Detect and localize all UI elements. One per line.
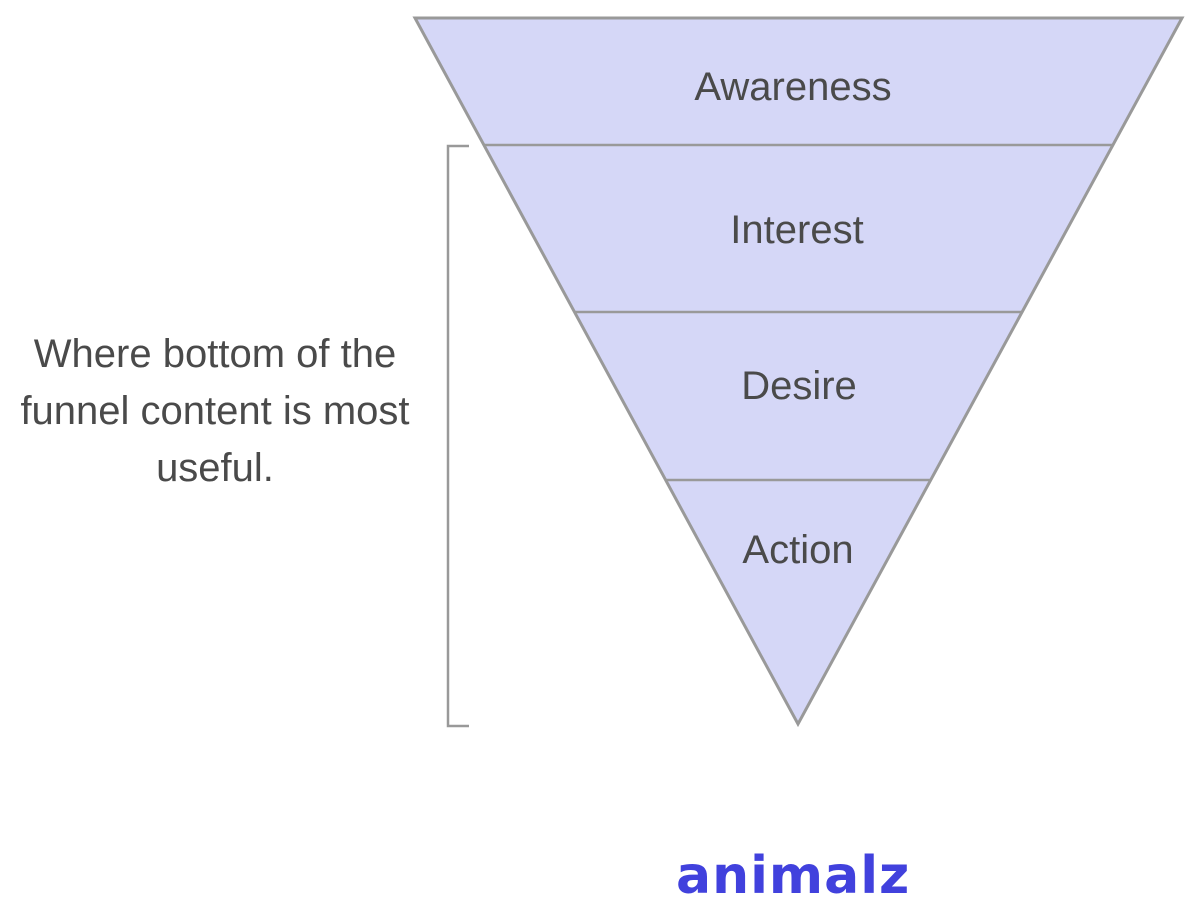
stage-label-desire: Desire — [741, 364, 857, 408]
stage-label-interest: Interest — [730, 208, 863, 252]
stage-label-action: Action — [742, 528, 853, 572]
stage-label-awareness: Awareness — [694, 65, 891, 109]
funnel-stage-action — [666, 480, 931, 724]
animalz-logo: animalz — [676, 846, 911, 906]
funnel-stage-awareness — [415, 18, 1182, 145]
funnel-outline — [412, 16, 1185, 728]
funnel-stage-interest — [484, 145, 1113, 312]
funnel-stage-desire — [575, 312, 1022, 480]
bracket — [446, 144, 469, 728]
annotation-text: Where bottom of the funnel content is mo… — [20, 332, 410, 490]
